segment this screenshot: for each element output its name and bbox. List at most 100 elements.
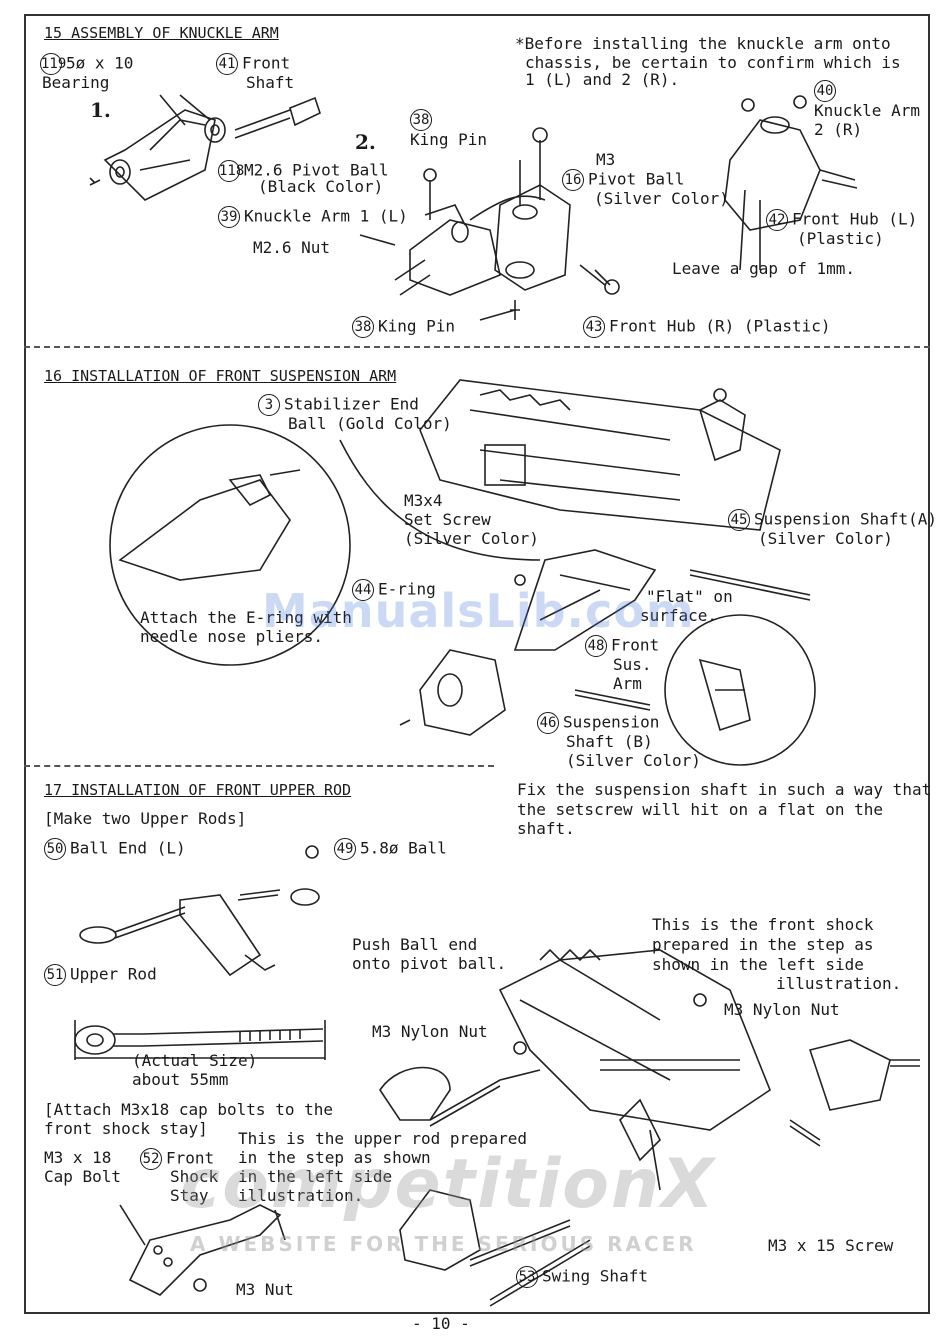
part-number-badge: 51 (44, 964, 66, 986)
part-number-badge: 42 (766, 209, 788, 231)
part-number-badge: 53 (516, 1266, 538, 1288)
front-shock-2: prepared in the step as (652, 935, 874, 954)
front-shock-1: This is the front shock (652, 915, 874, 934)
part-40-number: 40 (814, 80, 840, 102)
part-number-badge: 38 (410, 109, 432, 131)
part-number-badge: 48 (585, 635, 607, 657)
upper-rod-note-2: in the step as shown (238, 1148, 431, 1167)
fix-note-1: Fix the suspension shaft in such a way t… (517, 780, 932, 799)
upper-rod-note-1: This is the upper rod prepared (238, 1129, 527, 1148)
manualslib-watermark: ManualsLib.com (262, 584, 695, 638)
part-number-badge: 16 (562, 169, 584, 191)
competitionx-watermark: competitionX (180, 1145, 716, 1224)
part-40-side: 2 (R) (814, 120, 863, 139)
suspension-arm-drawing (339, 379, 811, 736)
part-52-stay: Stay (170, 1186, 209, 1205)
part-41-desc: Shaft (246, 73, 295, 92)
part-number-badge: 52 (140, 1148, 162, 1170)
upper-rod-note-3: in the left side (238, 1167, 393, 1186)
competitionx-tagline: A WEBSITE FOR THE SERIOUS RACER (190, 1232, 697, 1256)
part-number-badge: 43 (583, 316, 605, 338)
fix-note-2: the setscrew will hit on a flat on the (517, 800, 884, 819)
front-shock-3: shown in the left side (652, 955, 864, 974)
part-number-badge: 49 (334, 838, 356, 860)
upper-rod-note-4: illustration. (238, 1186, 364, 1205)
section-16-title: 16 INSTALLATION OF FRONT SUSPENSION ARM (44, 367, 397, 385)
knuckle-arm-2-drawing (359, 127, 620, 321)
upper-rod-install-drawing (379, 948, 920, 1307)
part-118-desc: (Black Color) (258, 177, 384, 196)
m3x18-label: M3 x 18 (44, 1148, 112, 1167)
part-number-badge: 3 (258, 394, 280, 416)
part-3-desc: Ball (Gold Color) (288, 414, 452, 433)
step-1-label: 1. (90, 98, 111, 122)
push-ball-1: Push Ball end (352, 935, 478, 954)
flat-note-2: surface. (640, 606, 718, 625)
knuckle-arm-r-drawing (724, 95, 858, 271)
page-frame (24, 14, 930, 1314)
m26-nut-label: M2.6 Nut (253, 238, 331, 257)
part-number-badge: 45 (728, 509, 750, 531)
detail-knuckle (118, 479, 291, 581)
page-number: - 10 - (412, 1314, 470, 1333)
step-2-label: 2. (355, 130, 376, 154)
note-line-3: 1 (L) and 2 (R). (525, 70, 680, 89)
part-number-badge: 44 (352, 579, 374, 601)
front-shock-4: illustration. (776, 974, 902, 993)
part-119-label: 1195ø x 10 (40, 53, 133, 75)
part-45-desc: (Silver Color) (758, 529, 893, 548)
section-15-title: 15 ASSEMBLY OF KNUCKLE ARM (44, 24, 279, 42)
section-divider (24, 346, 930, 348)
part-number-badge: 119 (40, 53, 66, 75)
part-46-color: (Silver Color) (566, 751, 701, 770)
part-118-label: 118M2.6 Pivot Ball (218, 160, 389, 182)
fix-note-3: shaft. (517, 819, 575, 838)
about-55mm-label: about 55mm (132, 1070, 229, 1089)
upper-rod-drawing (74, 845, 326, 1060)
attach-e-ring-1: Attach the E-ring with (140, 608, 352, 627)
part-number-badge: 46 (537, 712, 559, 734)
part-52-shock: Shock (170, 1167, 219, 1186)
part-48-arm: Arm (613, 674, 642, 693)
detail-inset-flat (664, 614, 816, 766)
make-two-rods: [Make two Upper Rods] (44, 809, 247, 828)
part-number-badge: 50 (44, 838, 66, 860)
note-before-install: *Before installing the knuckle arm onto (515, 34, 891, 53)
cap-bolt-label: Cap Bolt (44, 1167, 122, 1186)
attach-bolts-2: front shock stay] (44, 1119, 208, 1138)
part-number-badge: 40 (814, 80, 836, 102)
flat-note-1: "Flat" on (646, 587, 733, 606)
m3x4-label: M3x4 (404, 491, 443, 510)
section-divider (24, 765, 494, 767)
detail-inset-e-ring (109, 424, 351, 666)
m3-nylon-nut-left: M3 Nylon Nut (372, 1022, 488, 1041)
push-ball-2: onto pivot ball. (352, 954, 507, 973)
gap-note: Leave a gap of 1mm. (672, 259, 856, 278)
section-17-title: 17 INSTALLATION OF FRONT UPPER ROD (44, 781, 352, 799)
attach-e-ring-2: needle nose pliers. (140, 627, 324, 646)
m3x4-color: (Silver Color) (404, 529, 539, 548)
m3-nut-label: M3 Nut (236, 1280, 294, 1299)
part-42-desc: (Plastic) (797, 229, 884, 248)
part-number-badge: 118 (218, 160, 244, 182)
part-number-badge: 41 (216, 53, 238, 75)
m3-nylon-nut-right: M3 Nylon Nut (724, 1000, 840, 1019)
part-38-number: 38 (410, 109, 436, 131)
part-number-badge: 39 (218, 206, 240, 228)
part-46-shaft: Shaft (B) (566, 732, 653, 751)
